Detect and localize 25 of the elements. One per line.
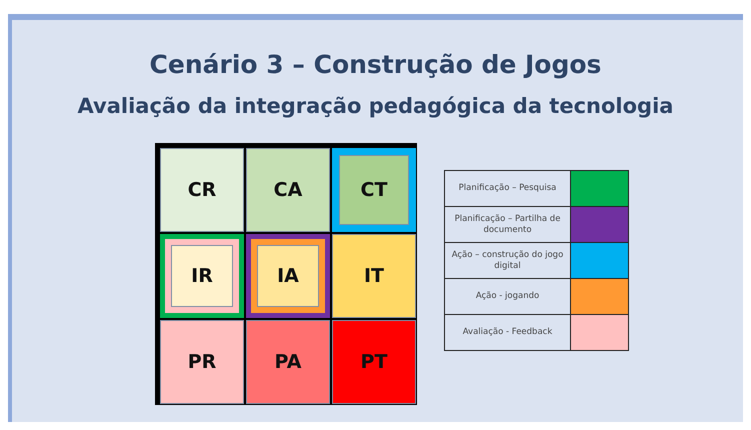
- grid-cell: [160, 320, 244, 404]
- legend-label: Ação - jogando: [444, 278, 570, 314]
- grid-cell: [246, 320, 330, 404]
- grid-cell: [332, 320, 416, 404]
- subtitle: Avaliação da integração pedagógica da tecnologia: [76, 94, 674, 118]
- legend-label: Planificação – Partilha de documento: [444, 206, 570, 242]
- cell-label: PR: [188, 351, 216, 373]
- legend-label: Planificação – Pesquisa: [444, 170, 570, 206]
- title: Cenário 3 – Construção de Jogos: [148, 50, 602, 79]
- grid-cell: [160, 148, 244, 232]
- cell-label: PT: [360, 351, 388, 373]
- cell-label: PA: [274, 351, 302, 373]
- grid-cell: [246, 148, 330, 232]
- grid-cell: [332, 234, 416, 318]
- cell-label: CA: [274, 179, 302, 201]
- cell-label: IT: [364, 265, 384, 287]
- grid-cell: [339, 155, 409, 225]
- cell-label: CT: [360, 179, 388, 201]
- cell-label: IA: [277, 265, 299, 287]
- grid-cell: [171, 245, 233, 307]
- legend-label: Ação – construção do jogo digital: [444, 242, 570, 278]
- cell-label: IR: [191, 265, 213, 287]
- cell-label: CR: [188, 179, 216, 201]
- grid-cell: [257, 245, 319, 307]
- legend-label: Avaliação - Feedback: [444, 314, 570, 350]
